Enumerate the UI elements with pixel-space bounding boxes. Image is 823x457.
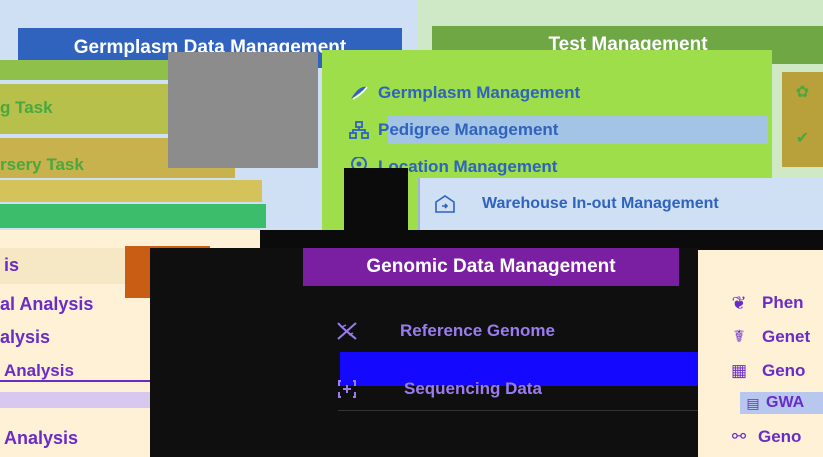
task-strip-5 [0, 204, 266, 228]
phenotype-label: Genet [762, 327, 811, 346]
genomic-icon: ▦ [730, 361, 748, 380]
dna-icon: ☤ [733, 327, 745, 346]
gwas-icon: ▤ [746, 394, 760, 411]
dark-overlay [344, 168, 408, 236]
phenotype-panel [698, 250, 823, 457]
phenotype-label: GWA [766, 394, 805, 411]
dna-leaf-icon [346, 82, 372, 104]
genomic-item-label: Reference Genome [400, 321, 555, 340]
phenotype-label: Phen [762, 293, 804, 312]
test-title: Test Management [548, 34, 708, 55]
genomic-item-sequencing[interactable]: Sequencing Data [334, 378, 542, 400]
genomic-title: Genomic Data Management [366, 256, 616, 277]
task-strip-2[interactable] [0, 84, 185, 134]
task-strip-4 [0, 180, 262, 202]
analysis-item[interactable]: Analysis [4, 428, 79, 448]
plant-icon: ✿ [795, 84, 810, 101]
molecule-icon: ⚯ [731, 427, 747, 446]
phenotype-item[interactable]: ▤ GWA [740, 392, 823, 414]
menu-label: Pedigree Management [378, 120, 559, 139]
genomic-item-reference[interactable]: Reference Genome [334, 320, 555, 342]
check-icon: ✔ [795, 130, 810, 147]
analysis-tab[interactable] [0, 248, 125, 284]
menu-item-pedigree[interactable]: Pedigree Management [346, 117, 676, 143]
analysis-tab-label: is [4, 255, 20, 275]
grey-block [168, 52, 318, 168]
analysis-item[interactable]: al Analysis [0, 294, 94, 314]
hierarchy-icon [346, 119, 372, 141]
phenotype-item[interactable]: ▦ Geno [726, 360, 805, 382]
menu-label: Warehouse In-out Management [482, 195, 719, 212]
phenotype-label: Geno [762, 361, 806, 380]
test-side-card[interactable]: ✿ ✔ [782, 72, 823, 167]
menu-label: Germplasm Management [378, 83, 581, 102]
genomic-divider [338, 410, 698, 411]
phenotype-item[interactable]: ❦ Phen [726, 292, 804, 314]
analysis-item[interactable]: Analysis [4, 361, 74, 380]
analysis-item[interactable]: alysis [0, 327, 51, 347]
sequencing-icon [334, 378, 360, 400]
genomic-item-label: Sequencing Data [404, 379, 542, 398]
menu-item-pedigree-bg [388, 116, 768, 144]
menu-item-germplasm[interactable]: Germplasm Management [346, 80, 646, 106]
seedling-icon: ❦ [731, 292, 747, 313]
dna-icon [334, 320, 360, 342]
analysis-band [0, 392, 150, 408]
phenotype-item[interactable]: ⚯ Geno [726, 426, 802, 448]
task-label-2[interactable]: rsery Task [0, 155, 84, 174]
phenotype-label: Geno [758, 427, 802, 446]
menu-label: Location Management [378, 157, 558, 176]
warehouse-icon [432, 193, 458, 215]
phenotype-item[interactable]: ☤ Genet [726, 326, 810, 348]
menu-item-warehouse[interactable]: Warehouse In-out Management [432, 191, 802, 217]
genomic-header[interactable]: Genomic Data Management [303, 248, 679, 286]
task-label-1[interactable]: g Task [0, 98, 53, 117]
menu-item-warehouse-bg [418, 178, 823, 230]
analysis-divider [0, 380, 150, 382]
genomic-highlight [340, 352, 698, 386]
